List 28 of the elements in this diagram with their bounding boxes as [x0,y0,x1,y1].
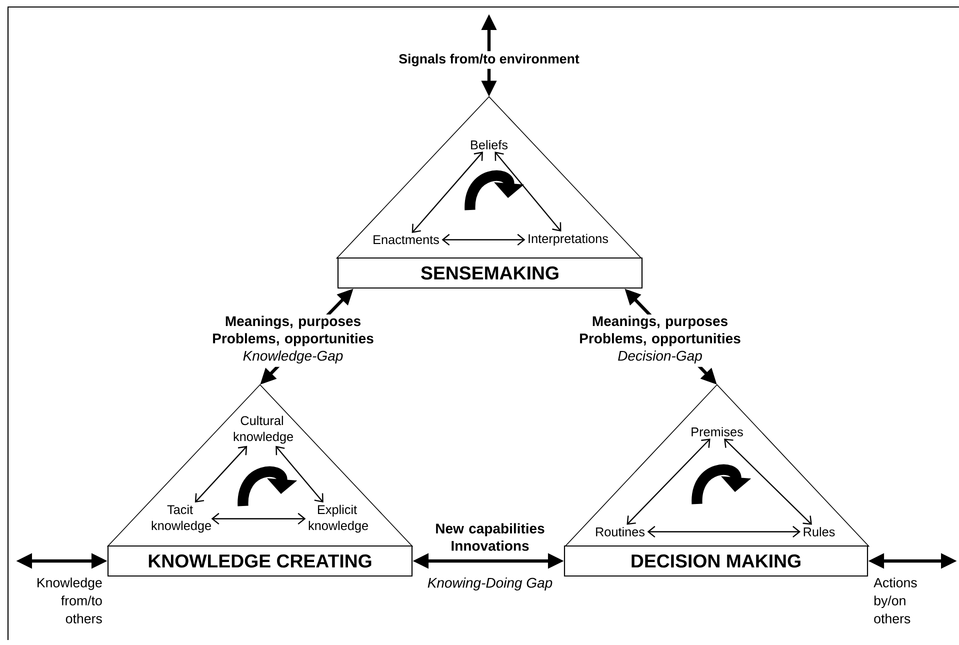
concept-label: Beliefs [471,140,508,150]
arrow [211,512,306,525]
gap-label: Knowing-Doing Gap [424,574,556,594]
arrow [442,234,526,246]
concept-label: Tacit knowledge [152,504,211,533]
gap-label: Knowledge-Gap [239,347,347,367]
concept-label: Premises [692,427,743,436]
gap-label: Decision-Gap [614,347,706,367]
arrow [276,446,324,503]
title-band: SENSEMAKING [337,257,643,289]
arrow [494,152,562,232]
arrow [626,438,710,525]
arrow [724,438,812,525]
arrow [647,526,801,538]
concept-label: Rules [804,527,835,536]
concept-label: Explicit knowledge [308,504,368,533]
edge-label: Knowledge from/to others [38,578,102,624]
title-band: KNOWLEDGE CREATING [107,545,413,577]
edge-label: Signals from/to environment [396,51,582,69]
concept-label: Cultural knowledge [234,416,293,444]
concept-label: Enactments [374,235,439,244]
concept-label: Interpretations [528,234,608,246]
arrow [412,152,483,234]
title-band: DECISION MAKING [564,545,868,577]
edge-label: New capabilities Innovations [436,523,544,551]
concept-label: Routines [596,527,645,536]
arrow [194,446,248,503]
edge-label: Actions by/on others [874,578,917,624]
